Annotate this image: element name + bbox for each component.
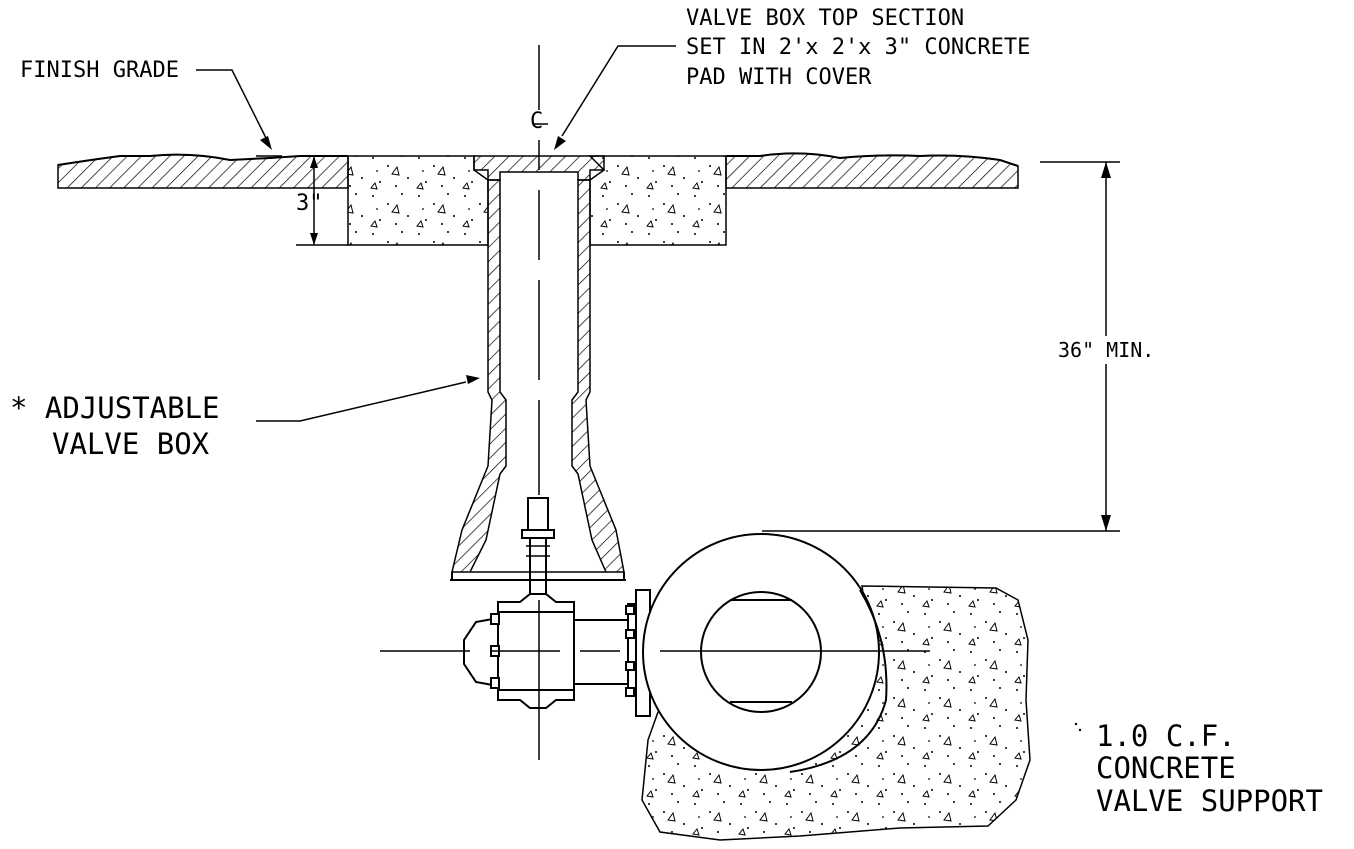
dimension-3in-label: 3": [296, 191, 323, 216]
valve-box-top-callout: VALVE BOX TOP SECTION SET IN 2'x 2'x 3" …: [554, 6, 1030, 150]
dimension-3in: 3": [296, 156, 348, 246]
adjustable-label-1: * ADJUSTABLE: [10, 391, 220, 425]
support-label-3: VALVE SUPPORT: [1096, 784, 1323, 818]
adjustable-label-2: VALVE BOX: [52, 427, 210, 461]
dimension-36in-label: 36" MIN.: [1058, 338, 1154, 362]
centerline: C: [530, 45, 548, 495]
support-label-1: 1.0 C.F.: [1096, 719, 1236, 753]
valve-box-top-label-1: VALVE BOX TOP SECTION: [686, 6, 964, 31]
gate-valve: [463, 589, 651, 717]
dimension-36in: 36" MIN.: [762, 161, 1154, 532]
centerline-symbol: C: [530, 109, 543, 134]
finish-grade-label: FINISH GRADE: [20, 58, 179, 83]
concrete-support-callout: 1.0 C.F. CONCRETE VALVE SUPPORT: [1074, 719, 1323, 818]
finish-grade-ground: [57, 152, 1019, 189]
finish-grade-callout: FINISH GRADE: [20, 58, 282, 157]
adjustable-valve-box: [450, 179, 626, 581]
adjustable-valve-box-callout: * ADJUSTABLE VALVE BOX: [10, 375, 480, 461]
valve-box-top-label-3: PAD WITH COVER: [686, 65, 872, 90]
valve-box-top-label-2: SET IN 2'x 2'x 3" CONCRETE: [686, 35, 1030, 60]
valve-operating-nut: [521, 497, 555, 595]
support-label-2: CONCRETE: [1096, 751, 1236, 785]
pipe-centerline: [380, 600, 930, 760]
main-pipe: [642, 533, 888, 773]
